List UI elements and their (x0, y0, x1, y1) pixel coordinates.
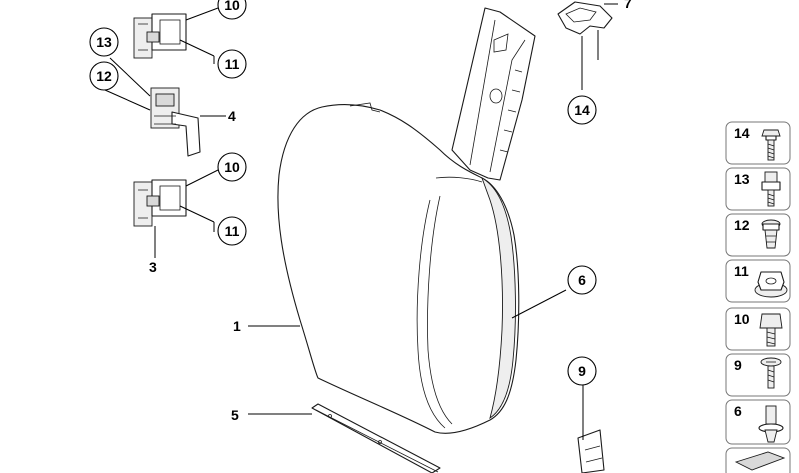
label-7: 7 (624, 0, 632, 11)
legend-num-6: 6 (734, 403, 742, 419)
callout-6: 6 (567, 265, 597, 295)
clip-part-7 (557, 1, 613, 35)
clip-6-icon (758, 405, 784, 443)
strip-icon (734, 451, 786, 471)
label-5: 5 (231, 407, 239, 423)
svg-text:14: 14 (574, 102, 590, 118)
leader-lines (104, 3, 618, 440)
svg-text:10: 10 (224, 0, 240, 13)
callout-11-top: 11 (217, 49, 247, 79)
callout-10-top: 10 (217, 0, 247, 20)
check-strap (150, 87, 201, 157)
fastener-legend: 14 13 12 11 10 9 6 (725, 121, 791, 473)
legend-num-12: 12 (734, 217, 750, 233)
label-4: 4 (228, 108, 236, 124)
label-1: 1 (233, 318, 241, 334)
svg-text:11: 11 (225, 56, 240, 72)
lower-hinge (133, 179, 187, 227)
screw-9-icon (760, 357, 782, 389)
door-panel (277, 102, 520, 434)
nut-11-icon (754, 271, 788, 298)
window-frame (451, 7, 536, 181)
upper-hinge (133, 13, 187, 59)
bolt-10-icon (759, 313, 783, 347)
svg-text:11: 11 (225, 223, 240, 239)
svg-text:6: 6 (578, 272, 586, 288)
svg-text:12: 12 (96, 68, 112, 84)
callout-12: 12 (89, 61, 119, 91)
callout-11-mid: 11 (217, 216, 247, 246)
legend-num-9: 9 (734, 357, 742, 373)
legend-num-13: 13 (734, 171, 750, 187)
callout-9: 9 (567, 356, 597, 386)
bolt-14-icon (761, 129, 781, 161)
svg-text:13: 13 (96, 34, 112, 50)
svg-text:10: 10 (224, 159, 240, 175)
legend-num-11: 11 (734, 263, 749, 279)
callout-14: 14 (567, 95, 597, 125)
callout-10-mid: 10 (217, 152, 247, 182)
label-3: 3 (149, 259, 157, 275)
bolt-12-icon (761, 219, 781, 249)
legend-num-14: 14 (734, 125, 750, 141)
bracket-part-9 (577, 429, 605, 473)
svg-text:9: 9 (578, 363, 586, 379)
seal-strip (311, 403, 441, 473)
callout-13: 13 (89, 27, 119, 57)
legend-num-10: 10 (734, 311, 750, 327)
bolt-13-icon (761, 171, 781, 207)
